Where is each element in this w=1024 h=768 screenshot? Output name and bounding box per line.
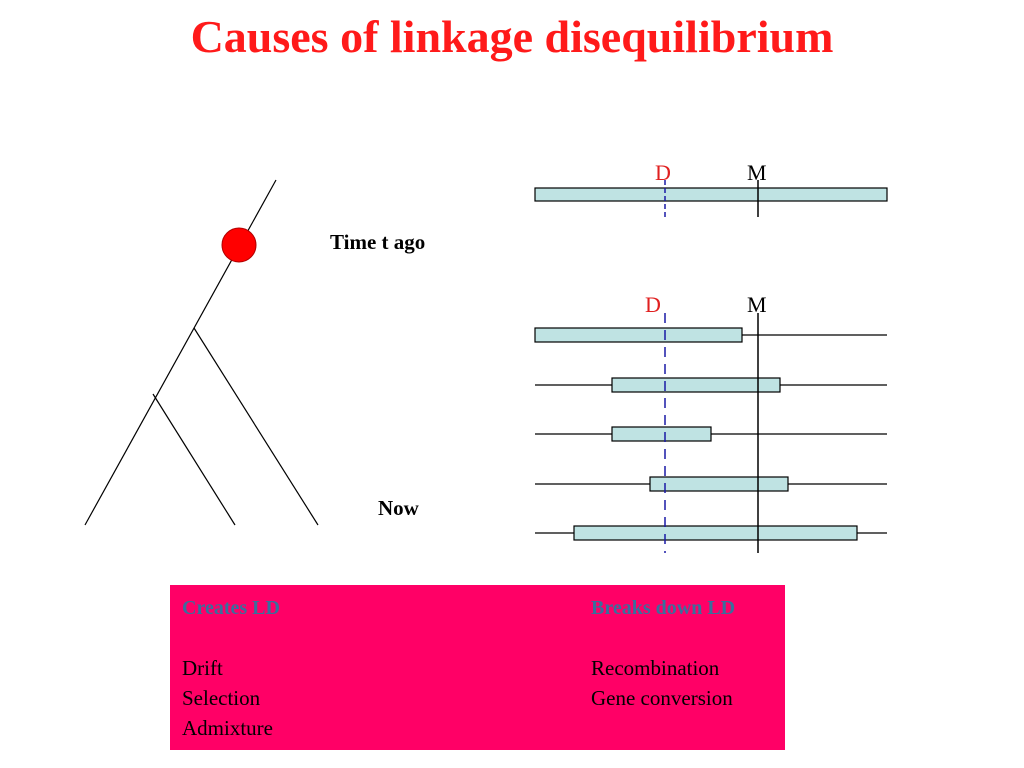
tree-right-branch [193, 327, 319, 526]
present-chromosome-4 [535, 476, 887, 492]
creates-ld-column: Creates LD Drift Selection Admixture [182, 593, 280, 743]
ancestral-segment [611, 377, 781, 393]
ancestral-chromosome [534, 187, 888, 202]
creates-ld-item: Drift [182, 656, 223, 680]
breaks-ld-item: Recombination [591, 656, 720, 680]
time-ago-label: Time t ago [330, 230, 426, 254]
ancestral-segment [611, 426, 712, 442]
breaks-ld-heading: Breaks down LD [591, 597, 736, 619]
present-d-label: D [645, 292, 661, 317]
ancestral-segment [649, 476, 789, 492]
present-chromosome-5 [535, 525, 887, 541]
present-m-label: M [747, 292, 767, 317]
creates-ld-item: Selection [182, 686, 261, 710]
now-label: Now [378, 496, 419, 520]
ancestral-segment [534, 327, 743, 343]
breaks-ld-item: Gene conversion [591, 686, 733, 710]
present-chromosome-2 [535, 377, 887, 393]
slide-title: Causes of linkage disequilibrium [190, 11, 834, 62]
ld-summary-box: Creates LD Drift Selection Admixture Bre… [170, 585, 785, 750]
present-chromosome-3 [535, 426, 887, 442]
ancestral-d-label: D [655, 160, 671, 185]
present-chromosome-1 [534, 327, 887, 343]
breaks-ld-column: Breaks down LD Recombination Gene conver… [591, 593, 735, 713]
creates-ld-heading: Creates LD [182, 597, 280, 619]
tree-middle-branch [152, 393, 236, 526]
ancestor-node [221, 227, 257, 263]
ancestral-m-label: M [747, 160, 767, 185]
genealogy-tree [84, 179, 319, 526]
ancestral-segment [573, 525, 858, 541]
creates-ld-item: Admixture [182, 716, 273, 740]
